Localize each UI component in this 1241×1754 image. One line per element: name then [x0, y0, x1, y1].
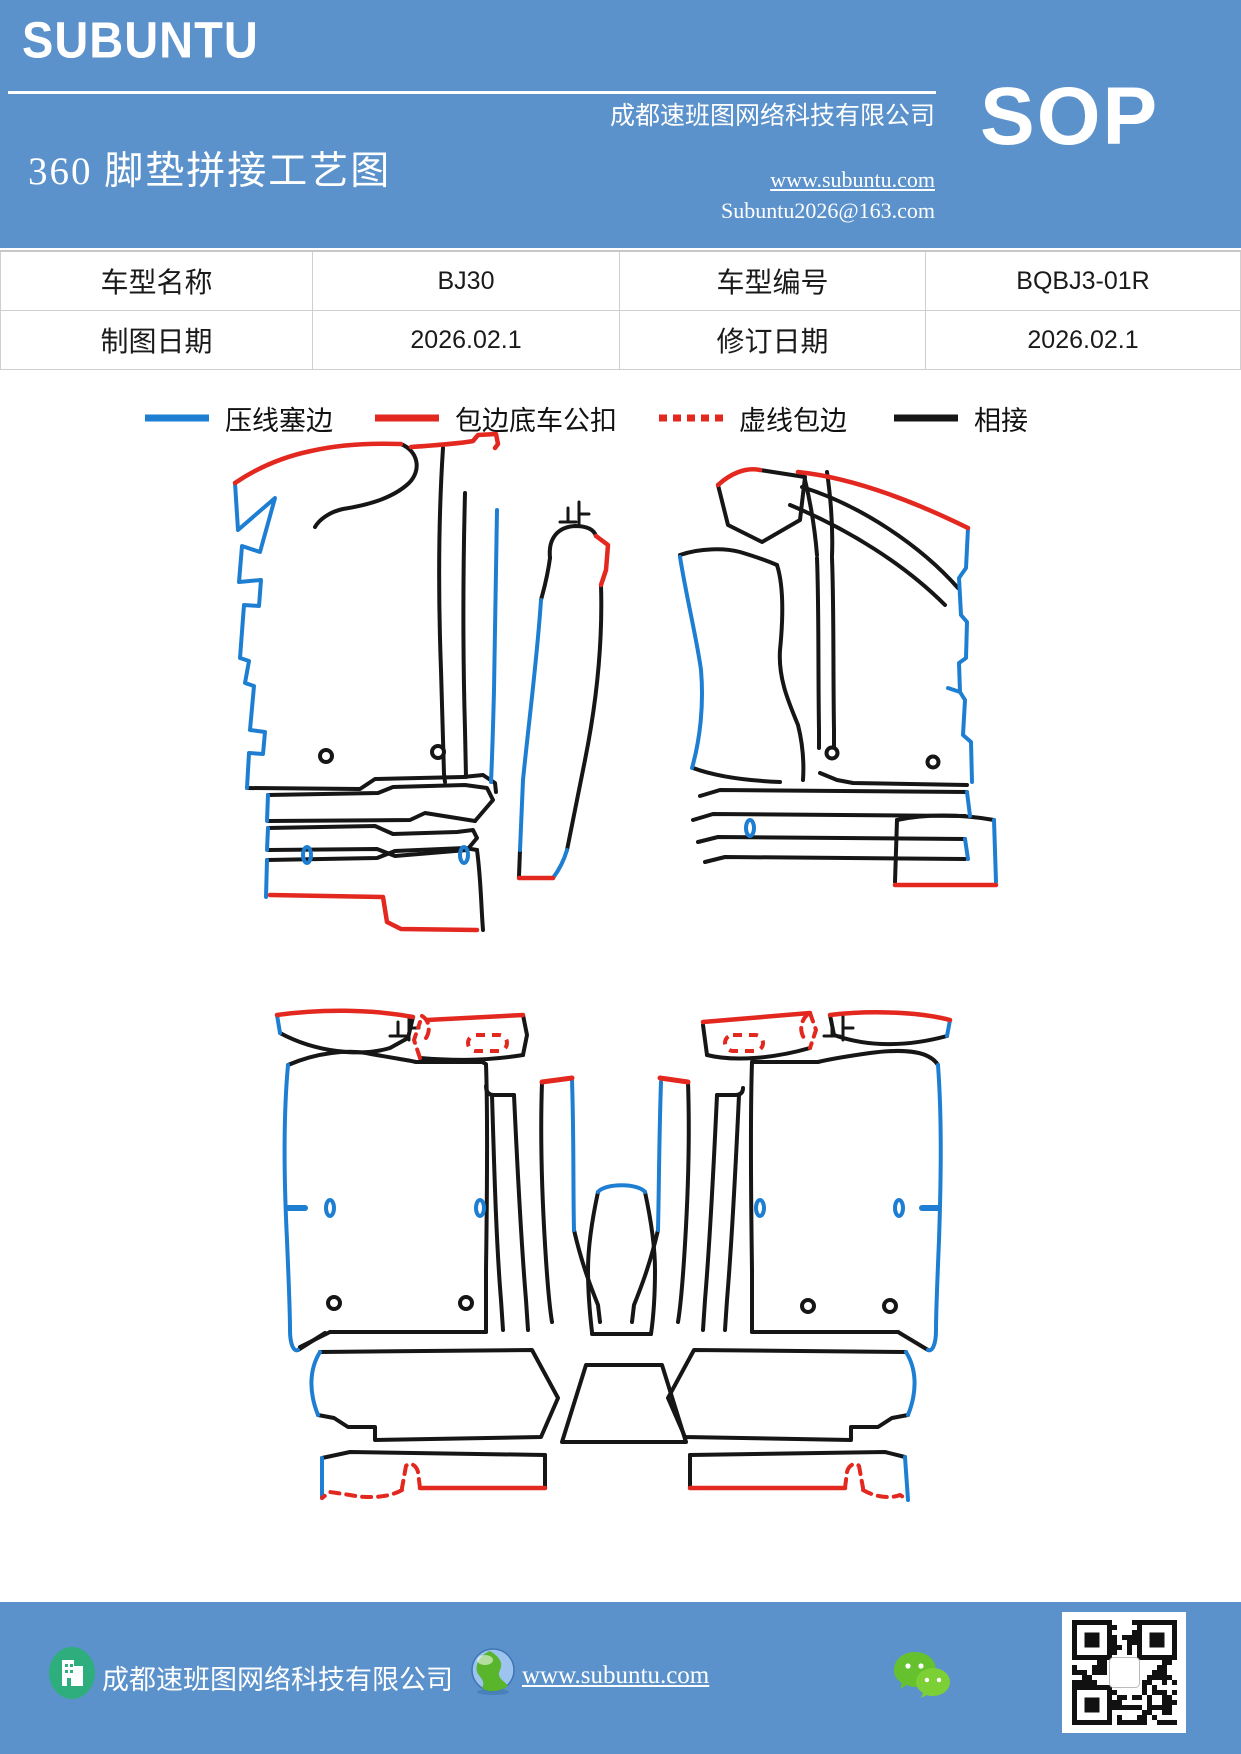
- brand-logo: SUBUNTU: [22, 10, 259, 69]
- legend-label: 包边底车公扣: [455, 405, 617, 436]
- sop-badge: SOP: [980, 71, 1160, 162]
- revise-date-label: 修订日期: [620, 311, 926, 370]
- page-title: 360 脚垫拼接工艺图: [28, 150, 392, 193]
- header: SUBUNTU 360 脚垫拼接工艺图 成都速班图网络科技有限公司 www.su…: [0, 0, 1241, 248]
- blue-line-swatch: [145, 414, 209, 422]
- legend-item-dashed-bind: 虚线包边: [657, 398, 847, 438]
- legend-label: 虚线包边: [739, 405, 847, 436]
- legend: 压线塞边 包边底车公扣 虚线包边 相接: [0, 398, 1241, 438]
- globe-icon: [471, 1648, 515, 1695]
- stop-mark-icon: [558, 500, 591, 528]
- model-name-value: BJ30: [313, 252, 620, 311]
- legend-item-join: 相接: [892, 398, 1028, 438]
- model-code-value: BQBJ3-01R: [926, 252, 1241, 311]
- red-line-swatch: [375, 414, 439, 422]
- join-lines: [245, 442, 996, 932]
- black-line-swatch: [894, 414, 958, 422]
- company-building-icon: [49, 1647, 95, 1699]
- bind-edge-lines: [274, 1008, 953, 1491]
- footer: 成都速班图网络科技有限公司 www.subuntu.com: [0, 1602, 1241, 1754]
- header-divider: [8, 91, 936, 94]
- model-code-label: 车型编号: [620, 252, 926, 311]
- press-edge-lines: [275, 1013, 952, 1502]
- front-mat-pattern-diagram: [232, 431, 999, 933]
- red-dashed-swatch: [659, 414, 723, 422]
- legend-item-press-edge: 压线塞边: [143, 398, 333, 438]
- header-email: Subuntu2026@163.com: [721, 198, 935, 223]
- press-edge-lines: [233, 481, 998, 899]
- revise-date-value: 2026.02.1: [926, 311, 1241, 370]
- dashed-bind-lines: [320, 1011, 910, 1502]
- header-website-link[interactable]: www.subuntu.com: [770, 167, 935, 192]
- join-lines: [278, 1013, 949, 1490]
- qr-code: [1062, 1612, 1186, 1733]
- qr-code-modules: [1071, 1620, 1177, 1725]
- draw-date-label: 制图日期: [0, 311, 313, 370]
- rear-mat-pattern-diagram: [274, 1008, 953, 1502]
- mat-holes: [318, 744, 941, 770]
- bind-edge-lines: [232, 431, 999, 933]
- mat-holes: [326, 1295, 898, 1314]
- footer-website-link[interactable]: www.subuntu.com: [522, 1662, 710, 1689]
- model-name-label: 车型名称: [0, 252, 313, 311]
- legend-item-bind-edge: 包边底车公扣: [373, 398, 617, 438]
- legend-label: 相接: [974, 405, 1028, 436]
- draw-date-value: 2026.02.1: [313, 311, 620, 370]
- footer-company-name: 成都速班图网络科技有限公司: [102, 1665, 453, 1695]
- vehicle-info-table: 车型名称 BJ30 车型编号 BQBJ3-01R 制图日期 2026.02.1 …: [0, 250, 1241, 370]
- stop-mark-icon: [388, 1014, 855, 1042]
- legend-label: 压线塞边: [225, 405, 333, 436]
- wechat-icon: [894, 1652, 950, 1698]
- header-company-name: 成都速班图网络科技有限公司: [609, 103, 935, 130]
